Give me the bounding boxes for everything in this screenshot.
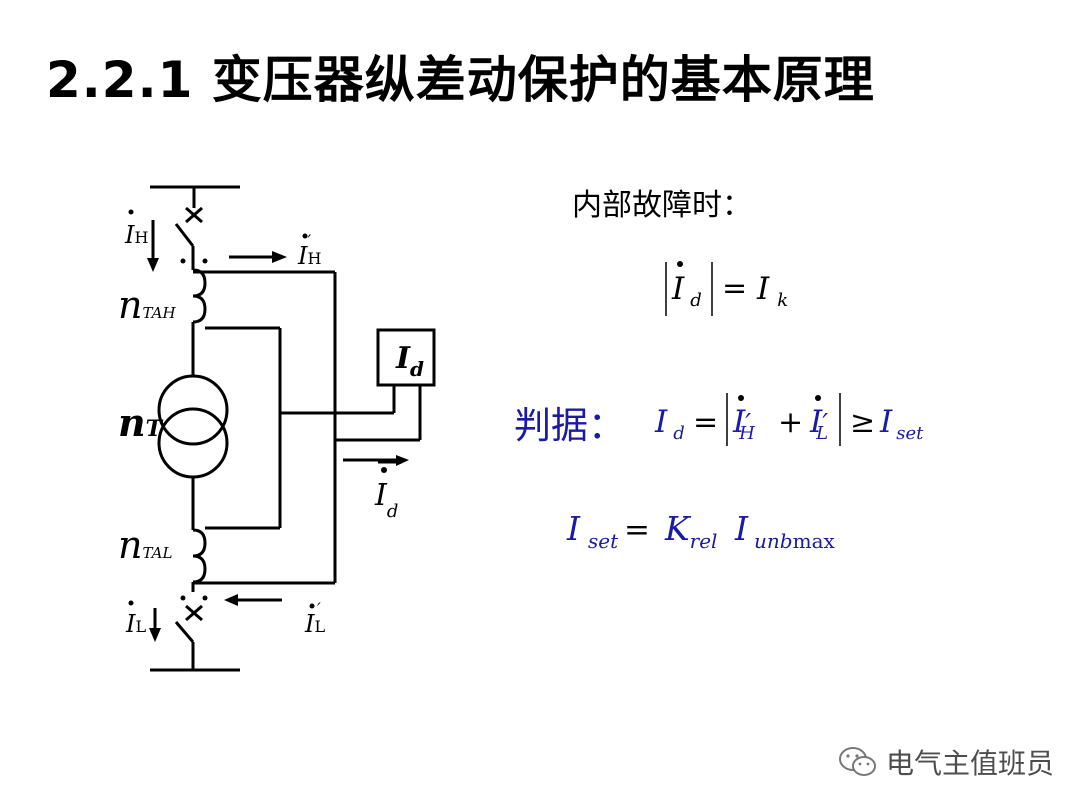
label-i-h: IH (124, 221, 148, 249)
internal-fault-label: 内部故障时： (572, 188, 752, 223)
ct-coil-high (192, 268, 207, 324)
wechat-icon (839, 747, 876, 776)
label-n-t: nT (118, 400, 164, 445)
svg-text:Id: Id (671, 271, 702, 311)
relay-label: Id (395, 341, 424, 381)
ct-coil-low (192, 528, 207, 584)
svg-text:=: = (722, 271, 747, 306)
label-i-h-prime: IH′ (297, 231, 321, 270)
svg-text:Krel: Krel (664, 509, 717, 553)
label-i-l-prime: IL′ (304, 599, 325, 638)
relay-box (376, 328, 436, 387)
bottom-switch-blade (174, 621, 195, 643)
top-switch-blade (174, 223, 195, 247)
label-n-tal: nTAL (118, 523, 173, 567)
watermark-text: 电气主值班员 (886, 747, 1055, 780)
page-title: 2.2.1 变压器纵差动保护的基本原理 (46, 51, 875, 109)
svg-text:I′L: I′L (809, 404, 828, 444)
svg-text:Ik: Ik (756, 271, 788, 311)
svg-text:I′H: I′H (732, 404, 755, 444)
watermark: 电气主值班员 (838, 742, 1054, 782)
svg-text:=: = (693, 405, 718, 440)
svg-text:=: = (624, 512, 650, 548)
svg-text:≥: ≥ (850, 405, 875, 440)
svg-text:+: + (778, 405, 803, 440)
svg-text:Id: Id (654, 404, 685, 444)
label-i-d: Id (374, 478, 398, 522)
label-n-tah: nTAH (118, 283, 177, 327)
criterion-label: 判据： (514, 404, 625, 447)
label-i-l: IL (125, 610, 146, 638)
transformer-circle-upper (157, 374, 229, 446)
